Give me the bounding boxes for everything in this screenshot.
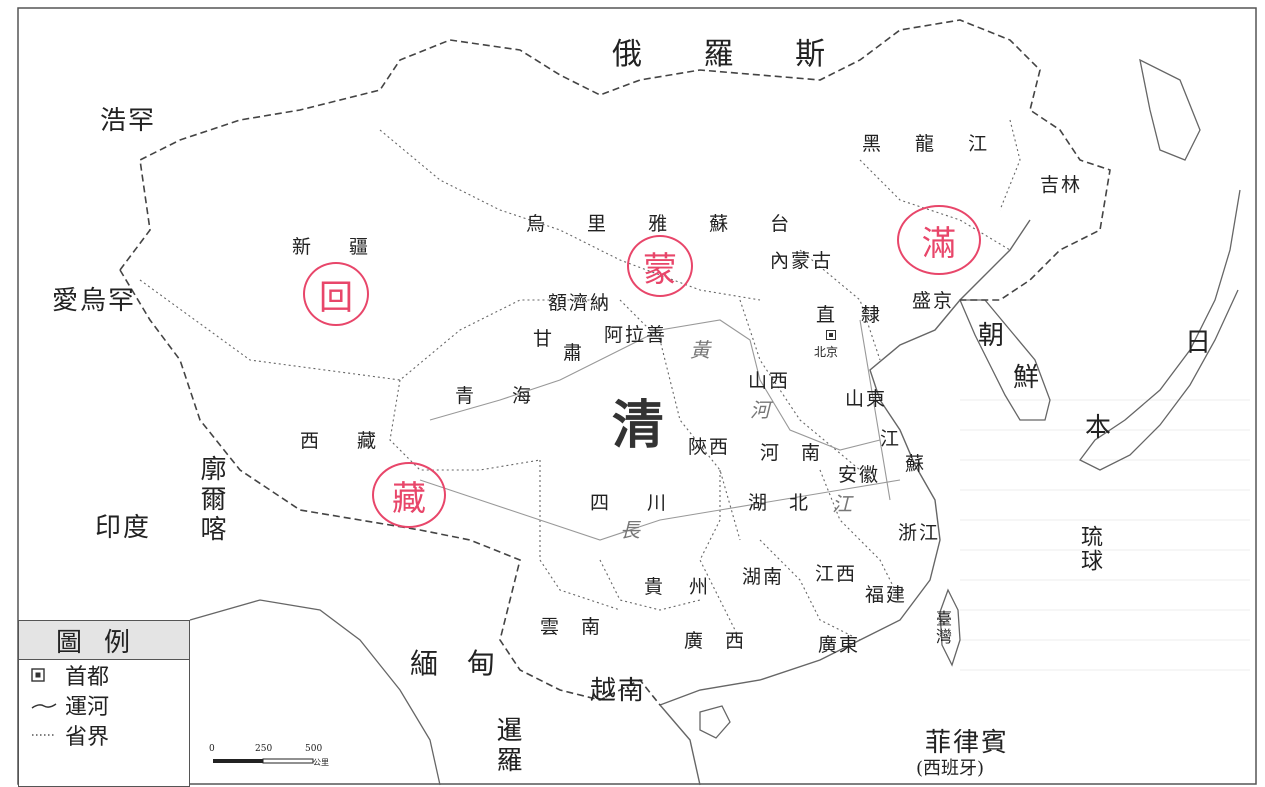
label-shanxi: 山西 xyxy=(748,370,791,392)
label-guangdong: 廣東 xyxy=(818,634,861,656)
label-ejina: 額濟納 xyxy=(548,292,612,314)
province-border-icon xyxy=(31,730,65,740)
scale-tick-500: 500 xyxy=(305,744,323,754)
stamp-hui: 回 xyxy=(303,262,369,326)
label-korea-2: 鮮 xyxy=(1013,363,1042,393)
label-jilin: 吉林 xyxy=(1040,174,1083,196)
label-guizhou: 貴 州 xyxy=(644,576,719,598)
scale-bar: 0 250 500 公里 xyxy=(205,744,329,775)
label-zhili: 直 隸 xyxy=(816,304,891,326)
label-qinghai: 青 海 xyxy=(455,385,548,407)
map-frame xyxy=(17,7,1257,785)
label-haohan: 浩罕 xyxy=(100,106,157,136)
qing-border xyxy=(119,19,1111,301)
label-guangxi: 廣 西 xyxy=(684,630,753,652)
label-vietnam: 越南 xyxy=(590,676,647,706)
legend-label-province: 省界 xyxy=(65,725,110,750)
label-yunnan: 雲 南 xyxy=(540,616,609,638)
capital-marker-icon xyxy=(826,330,836,340)
label-neimenggu: 內蒙古 xyxy=(770,250,834,272)
label-xizang: 西 藏 xyxy=(300,430,393,452)
label-korea-1: 朝 xyxy=(978,321,1007,351)
label-fujian: 福建 xyxy=(865,584,908,606)
legend-label-capital: 首都 xyxy=(65,665,110,690)
province-borders xyxy=(139,119,1021,641)
label-philippines-note: (西班牙) xyxy=(916,758,985,779)
label-river-he: 河 xyxy=(750,398,770,422)
label-wuliyasutai: 烏 里 雅 蘇 台 xyxy=(526,213,808,235)
label-hubei: 湖 北 xyxy=(748,492,817,514)
label-japan-1: 日 xyxy=(1185,328,1214,358)
label-japan-2: 本 xyxy=(1085,413,1114,443)
label-sichuan: 四 川 xyxy=(590,492,683,514)
legend-label-canal: 運河 xyxy=(65,695,110,720)
label-philippines: 菲律賓 xyxy=(925,728,1010,758)
label-aiwuhan: 愛烏罕 xyxy=(52,286,137,316)
legend-row-capital: 首都 xyxy=(19,660,189,690)
label-jiangxi: 江西 xyxy=(815,563,858,585)
label-shandong: 山東 xyxy=(845,388,888,410)
label-beijing: 北京 xyxy=(814,345,839,359)
hainan-coast xyxy=(699,705,731,739)
scale-tick-250: 250 xyxy=(255,744,273,754)
legend-row-province: 省界 xyxy=(19,720,189,750)
scale-tick-0: 0 xyxy=(209,744,215,754)
label-ryukyu: 琉球 xyxy=(1077,525,1102,573)
label-gansu-2: 肅 xyxy=(563,342,585,364)
label-heilongjiang: 黑 龍 江 xyxy=(862,133,1002,155)
taiwan-coast xyxy=(939,588,961,667)
label-shengjing: 盛京 xyxy=(912,290,955,312)
label-siam: 暹羅 xyxy=(492,716,522,776)
legend-row-canal: 運河 xyxy=(19,690,189,720)
label-india: 印度 xyxy=(95,513,152,543)
label-zhejiang: 浙江 xyxy=(898,522,941,544)
label-burma: 緬 甸 xyxy=(410,647,505,680)
japan-coast xyxy=(1079,189,1241,471)
label-russia: 俄 羅 斯 xyxy=(612,37,852,72)
legend: 圖例 首都 運河 省界 xyxy=(18,620,190,787)
label-hunan: 湖南 xyxy=(742,566,785,588)
label-gansu-1: 甘 xyxy=(533,328,555,350)
capital-icon xyxy=(31,668,65,682)
label-henan: 河 南 xyxy=(760,442,829,464)
label-qing: 清 xyxy=(612,395,665,456)
label-anhui: 安徽 xyxy=(838,464,881,486)
label-nepal: 廓爾喀 xyxy=(196,455,226,545)
label-shaanxi: 陝西 xyxy=(688,436,731,458)
hokkaido-coast xyxy=(1139,58,1201,161)
label-river-huang: 黃 xyxy=(690,338,710,362)
china-coastline xyxy=(658,219,1031,786)
stamp-zang: 藏 xyxy=(372,462,446,528)
stamp-man: 滿 xyxy=(897,205,981,275)
label-xinjiang: 新 疆 xyxy=(292,236,385,258)
label-taiwan: 臺灣 xyxy=(933,610,952,646)
stamp-meng: 蒙 xyxy=(627,235,693,297)
india-coast xyxy=(189,599,441,786)
scale-unit: 公里 xyxy=(313,758,329,767)
label-river-jiang: 江 xyxy=(832,492,852,516)
label-river-chang: 長 xyxy=(620,518,640,542)
rivers xyxy=(419,319,901,541)
legend-title: 圖例 xyxy=(19,621,189,660)
korea-coast xyxy=(959,299,1051,421)
label-jiangsu-1: 江 xyxy=(880,428,902,450)
label-alashan: 阿拉善 xyxy=(604,324,668,346)
label-jiangsu-2: 蘇 xyxy=(905,453,927,475)
canal-icon xyxy=(31,700,65,710)
